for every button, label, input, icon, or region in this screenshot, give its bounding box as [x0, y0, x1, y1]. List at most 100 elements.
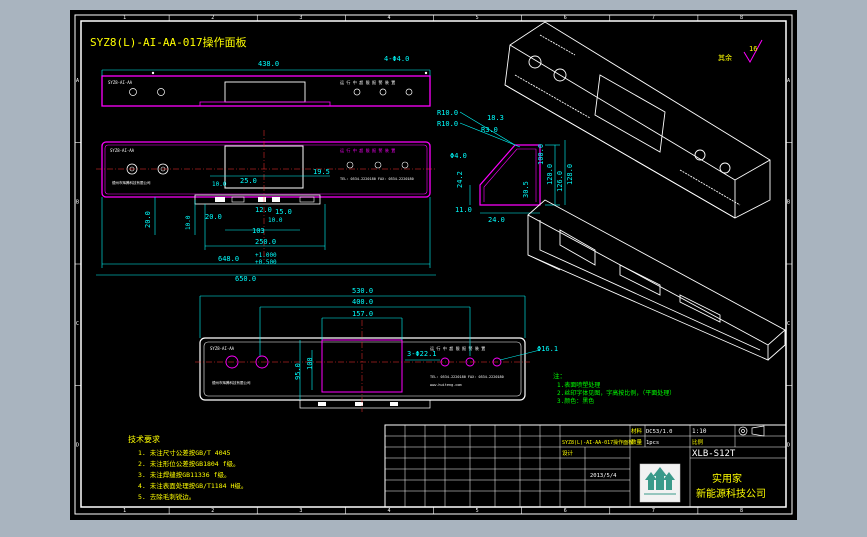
- svg-text:128.0: 128.0: [566, 164, 574, 185]
- top-knob-right: [157, 88, 165, 96]
- svg-text:100: 100: [306, 357, 314, 370]
- title-drawing-number: XLB-S12T: [692, 449, 736, 459]
- svg-text:3.颜色：黑色: 3.颜色：黑色: [557, 397, 594, 405]
- top-view: 438.0 4-Φ4.0 SYZ8-AI-AA 运 行 中 超 限 报 警 装 …: [101, 55, 431, 107]
- title-date: 2013/5/4: [590, 473, 617, 479]
- svg-text:TEL: 0534-2220180 FAX: 0534-2: TEL: 0534-2220180 FAX: 0534-2220180: [340, 177, 414, 181]
- svg-text:R10.0: R10.0: [437, 120, 458, 128]
- dim-top-holes: 4-Φ4.0: [384, 55, 409, 63]
- grid-column-label: 1: [123, 15, 126, 21]
- svg-text:运 行 中 超 限 报 警 装 置: 运 行 中 超 限 报 警 装 置: [340, 79, 395, 85]
- title-scale: 1:10: [692, 428, 707, 435]
- svg-text:R3.0: R3.0: [481, 126, 498, 134]
- grid-row-label: A: [787, 78, 790, 84]
- svg-text:126.0: 126.0: [556, 171, 564, 192]
- grid-column-label: 7: [652, 508, 655, 514]
- svg-text:+1.000: +1.000: [255, 252, 277, 259]
- svg-text:10.0: 10.0: [268, 217, 283, 224]
- svg-text:3-Φ22.1: 3-Φ22.1: [407, 350, 437, 358]
- drawing-canvas: [70, 10, 797, 520]
- svg-text:材料: 材料: [631, 427, 643, 435]
- grid-row-label: D: [76, 442, 79, 448]
- connector-strip: [194, 194, 321, 205]
- grid-row-label: B: [76, 199, 79, 205]
- svg-text:25.0: 25.0: [240, 177, 257, 185]
- svg-text:100.0: 100.0: [537, 144, 545, 165]
- bottom-connector-strip: [299, 399, 431, 409]
- title-part-name: SYZ8(L)-AI-AA-017操作面板: [562, 439, 633, 446]
- svg-text:1.表面喷塑处理: 1.表面喷塑处理: [557, 381, 600, 389]
- grid-ticks: [75, 15, 792, 514]
- svg-text:1. 未注尺寸公差按GB/T 4045: 1. 未注尺寸公差按GB/T 4045: [138, 448, 231, 457]
- svg-text:16: 16: [749, 45, 757, 53]
- svg-text:注：: 注：: [553, 371, 566, 380]
- svg-text:SYZ8-AI-AA: SYZ8-AI-AA: [110, 148, 135, 153]
- dim-front-width: 648.0: [218, 255, 239, 263]
- svg-text:120.0: 120.0: [546, 164, 554, 185]
- title-quantity: 1pcs: [646, 440, 659, 446]
- grid-column-label: 4: [387, 508, 390, 514]
- projection-symbol-icon: [738, 425, 765, 437]
- svg-text:Φ16.1: Φ16.1: [537, 345, 558, 353]
- svg-text:设计: 设计: [562, 449, 574, 457]
- svg-text:24.2: 24.2: [456, 171, 464, 188]
- dim-bottom-400: 400.0: [352, 298, 373, 306]
- title-company-2: 新能源科技公司: [696, 487, 766, 500]
- drawing-title: SYZ8(L)-AI-AA-017操作面板: [90, 35, 247, 49]
- svg-text:德州市辉腾科技有限公司: 德州市辉腾科技有限公司: [112, 180, 151, 185]
- title-block-frame: [384, 424, 787, 508]
- grid-column-label: 5: [476, 508, 479, 514]
- svg-text:Φ4.0: Φ4.0: [450, 152, 467, 160]
- svg-text:250.0: 250.0: [255, 238, 276, 246]
- dim-bottom-530: 530.0: [352, 287, 373, 295]
- svg-text:20.0: 20.0: [144, 211, 152, 228]
- grid-row-label: D: [787, 442, 790, 448]
- grid-row-label: B: [787, 199, 790, 205]
- svg-text:2.丝印字体见图，字高按比例，（平面处理）: 2.丝印字体见图，字高按比例，（平面处理）: [557, 389, 675, 397]
- grid-column-label: 6: [564, 508, 567, 514]
- svg-text:103: 103: [252, 227, 265, 235]
- svg-text:4. 未注表面处理按GB/T1184 H级。: 4. 未注表面处理按GB/T1184 H级。: [138, 481, 247, 490]
- surface-roughness-symbol: 其余 16: [718, 39, 763, 64]
- title-company-1: 实用家: [712, 472, 742, 485]
- svg-text:5. 去除毛刺锐边。: 5. 去除毛刺锐边。: [138, 492, 195, 501]
- svg-text:其余: 其余: [718, 53, 732, 62]
- grid-row-label: C: [76, 321, 79, 327]
- grid-column-label: 3: [299, 508, 302, 514]
- svg-text:10.0: 10.0: [185, 215, 192, 230]
- svg-text:比例: 比例: [692, 438, 704, 446]
- grid-column-label: 5: [476, 15, 479, 21]
- green-notes: 注： 1.表面喷塑处理 2.丝印字体见图，字高按比例，（平面处理） 3.颜色：黑…: [553, 371, 675, 405]
- svg-text:TEL: 0534-2220180 FAX: 0534-2: TEL: 0534-2220180 FAX: 0534-2220180: [430, 375, 504, 379]
- svg-text:运 行 中 超 限 报 警 装 置: 运 行 中 超 限 报 警 装 置: [430, 345, 485, 351]
- isometric-bottom: [527, 199, 786, 361]
- dim-overall-width: 650.0: [235, 275, 256, 283]
- side-profile: R10.0 R10.0 18.3 R3.0 Φ4.0 24.2 11.0 24.…: [437, 109, 574, 224]
- grid-column-label: 8: [740, 15, 743, 21]
- grid-column-label: 8: [740, 508, 743, 514]
- technical-requirements: 技术要求 1. 未注尺寸公差按GB/T 4045 2. 未注形位公差按GB180…: [128, 434, 247, 501]
- svg-text:数量: 数量: [631, 438, 643, 446]
- svg-text:运 行 中 超 限 报 警 装 置: 运 行 中 超 限 报 警 装 置: [340, 147, 395, 153]
- svg-text:10.0: 10.0: [212, 181, 227, 188]
- svg-text:+0.500: +0.500: [255, 259, 277, 266]
- svg-text:德州市辉腾科技有限公司: 德州市辉腾科技有限公司: [212, 380, 251, 385]
- svg-text:11.0: 11.0: [455, 206, 472, 214]
- title-material: DC53/1.0: [646, 429, 673, 435]
- svg-text:24.0: 24.0: [488, 216, 505, 224]
- svg-text:www.huiteng.com: www.huiteng.com: [430, 383, 462, 387]
- svg-text:15.0: 15.0: [275, 208, 292, 216]
- svg-text:3. 未注焊缝按GB11336 f级。: 3. 未注焊缝按GB11336 f级。: [138, 470, 230, 479]
- svg-text:SYZ8-AI-AA: SYZ8-AI-AA: [108, 80, 133, 85]
- grid-column-label: 7: [652, 15, 655, 21]
- grid-row-label: C: [787, 321, 790, 327]
- grid-column-label: 3: [299, 15, 302, 21]
- svg-text:18.3: 18.3: [487, 114, 504, 122]
- grid-row-label: A: [76, 78, 79, 84]
- svg-text:2. 未注形位公差按GB1804 f级。: 2. 未注形位公差按GB1804 f级。: [138, 459, 240, 468]
- front-view: SYZ8-AI-AA 运 行 中 超 限 报 警 装 置 德州市辉腾科技有限公司…: [96, 130, 436, 283]
- company-logo: [639, 463, 681, 503]
